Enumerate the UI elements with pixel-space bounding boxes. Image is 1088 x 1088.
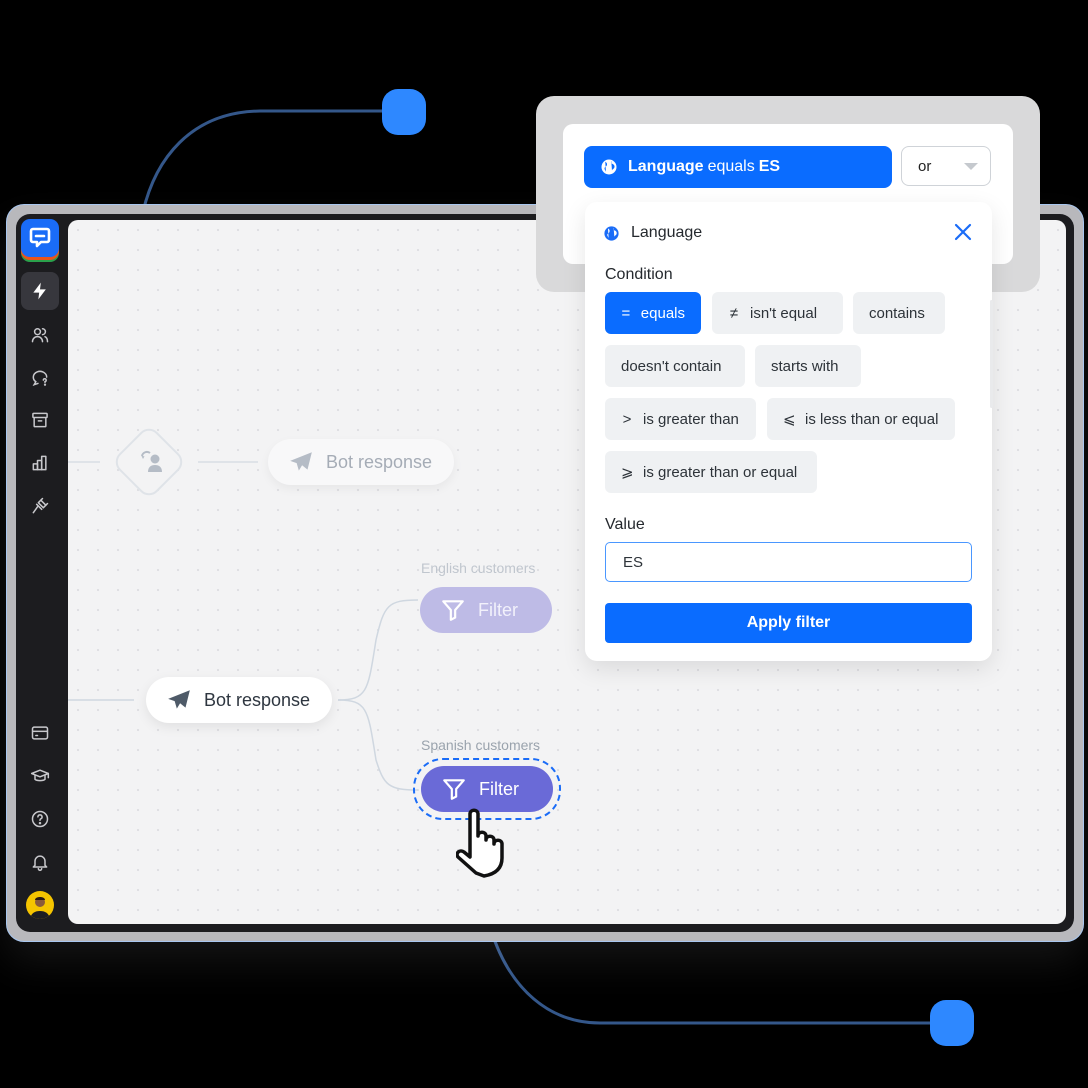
selection-outline [413,758,561,820]
sidebar-item-reports[interactable] [21,444,59,482]
condition-doesnt-contain[interactable]: doesn't contain [605,345,745,387]
condition-contains[interactable]: contains [853,292,945,334]
node-label: Filter [478,599,518,620]
node-label: Filter [479,778,519,799]
graduation-cap-icon [30,769,50,782]
close-icon[interactable] [952,221,974,243]
condition-label-text: is greater than [643,410,739,428]
sidebar-item-notifications[interactable] [21,843,59,881]
sidebar-item-billing[interactable] [21,714,59,752]
value-input[interactable]: ES [605,542,972,582]
plug-icon [32,497,49,514]
globe-icon [601,159,617,175]
connector-handle-bottom[interactable] [930,1000,974,1046]
help-circle-icon [31,810,49,828]
condition-not-equal[interactable]: ≠ isn't equal [712,292,843,334]
logic-operator-value: or [918,157,932,175]
sidebar-item-customers[interactable] [21,316,59,354]
chat-question-icon [32,370,48,386]
funnel-icon [443,779,465,800]
flow-edges [68,461,419,791]
language-filter-chip[interactable]: Language equals ES [584,146,892,188]
chat-logo-icon [29,227,51,248]
person-avatar-icon [30,897,50,919]
sidebar-item-archives[interactable] [21,401,59,439]
hand-pointer-cursor-icon [456,808,504,878]
condition-greater-than[interactable]: > is greater than [605,398,756,440]
condition-label-text: doesn't contain [621,357,722,375]
paper-plane-icon [168,690,190,709]
users-icon [31,328,49,343]
filter-node-english[interactable]: Filter [420,587,552,633]
sidebar-item-integrations[interactable] [21,487,59,525]
spanish-customers-caption: Spanish customers [421,737,541,753]
panel-title: Language [603,222,702,244]
app-logo[interactable] [21,219,59,257]
condition-starts-with[interactable]: starts with [755,345,861,387]
user-avatar[interactable] [26,891,54,919]
condition-label-text: contains [869,304,925,322]
less-equal-icon: ⩽ [783,411,796,428]
condition-label-text: starts with [771,357,839,375]
transfer-user-icon [141,450,162,472]
greater-than-icon: > [622,410,632,428]
filter-field: Language [628,158,704,175]
bell-icon [32,855,48,872]
condition-label-text: is greater than or equal [643,463,798,481]
logic-operator-select[interactable]: or [901,146,991,186]
lightning-icon [33,282,46,300]
apply-filter-button[interactable]: Apply filter [605,603,972,643]
sidebar-item-chats[interactable] [21,359,59,397]
filter-node-spanish[interactable]: Filter [421,766,553,812]
condition-equals[interactable]: = equals [605,292,701,334]
greater-equal-icon: ⩾ [621,464,634,481]
globe-icon [604,225,619,241]
equals-icon: = [621,304,631,322]
paper-plane-icon [290,452,312,471]
credit-card-icon [31,726,49,740]
value-label: Value [605,516,645,533]
bar-chart-icon [32,455,47,471]
condition-greater-or-equal[interactable]: ⩾ is greater than or equal [605,451,817,493]
sidebar-item-academy[interactable] [21,757,59,795]
value-input-text: ES [623,553,644,571]
bot-response-node-faded[interactable]: Bot response [268,439,455,485]
condition-label-text: is less than or equal [805,410,939,428]
filter-value: ES [758,158,781,175]
english-customers-caption: English customers [421,560,536,576]
panel-title-text: Language [631,224,703,241]
condition-label-text: equals [640,304,685,322]
filter-operator: equals [707,158,755,175]
not-equal-icon: ≠ [729,304,739,322]
archive-icon [32,412,48,428]
chevron-down-icon [964,163,978,170]
node-label: Bot response [204,689,311,710]
panel-scrollbar[interactable] [990,300,993,408]
funnel-icon [442,600,464,621]
node-label: Bot response [326,451,433,472]
condition-label-text: isn't equal [750,304,818,322]
sidebar-item-automation[interactable] [21,272,59,310]
condition-label: Condition [605,266,673,283]
bot-response-node[interactable]: Bot response [146,677,333,723]
sidebar-item-help[interactable] [21,800,59,838]
condition-less-or-equal[interactable]: ⩽ is less than or equal [767,398,955,440]
connector-handle-top[interactable] [382,89,426,135]
